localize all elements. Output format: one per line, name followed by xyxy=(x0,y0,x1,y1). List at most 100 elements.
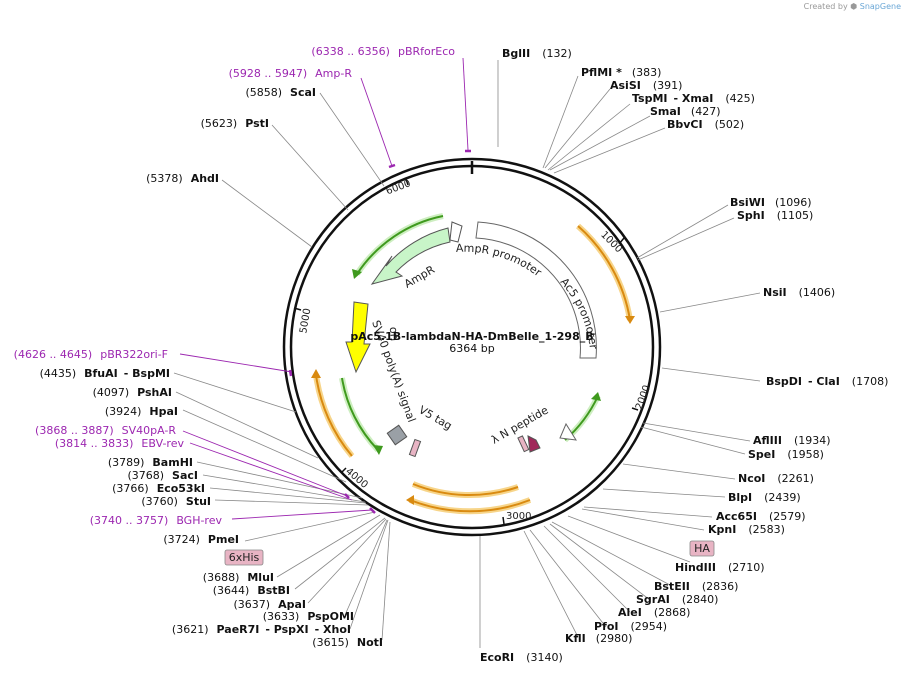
site-label-pmei: (3724)PmeI xyxy=(163,533,239,546)
v5-tag-shape xyxy=(408,438,422,458)
plasmid-name: pAc5.1B-lambdaN-HA-DmBelle_1-298_B xyxy=(350,330,593,343)
leader-bsiwi xyxy=(636,204,729,259)
site-label-pshai: (4097)PshAI xyxy=(93,386,172,399)
site-label-alei: AleI(2868) xyxy=(618,606,690,619)
orf-arc-3-core xyxy=(412,483,519,497)
site-label-bsiwi: BsiWI(1096) xyxy=(730,196,812,209)
ha-label: HA xyxy=(694,542,710,555)
ampr-cds-shape xyxy=(370,227,451,285)
leader-saci xyxy=(202,474,366,503)
sv40-polya-signal-shape xyxy=(386,424,408,446)
site-label-saci: (3768)SacI xyxy=(127,469,198,482)
site-label-bamhi: (3789)BamHI xyxy=(108,456,193,469)
site-label-sphi: SphI(1105) xyxy=(737,209,813,222)
site-label-paer7i: (3621)PaeR7I- PspXI- XhoI xyxy=(172,623,351,636)
primer-label-ampr: (5928 .. 5947)Amp-R xyxy=(229,67,353,80)
tick-2000 xyxy=(631,407,639,411)
leader-afliii xyxy=(642,422,751,442)
leader-lines xyxy=(173,60,761,648)
primer-label-pbrforeco: (6338 .. 6356)pBRforEco xyxy=(311,45,455,58)
site-label-kpni: KpnI(2583) xyxy=(708,523,785,536)
site-label-asisi: AsiSI(391) xyxy=(610,79,682,92)
site-label-pspomi: (3633)PspOMI xyxy=(263,610,354,623)
leader-kfli xyxy=(523,530,579,638)
leader-sphi xyxy=(637,217,735,261)
tick-1000 xyxy=(618,237,625,245)
orf-arc-5-core xyxy=(341,377,379,451)
primer-mark-pbr322ori xyxy=(288,369,293,377)
site-label-hpai: (3924)HpaI xyxy=(105,405,178,418)
orf-arc-6-core xyxy=(315,374,353,457)
lambda-n-peptide-shape xyxy=(527,435,541,453)
site-label-stui: (3760)StuI xyxy=(141,495,211,508)
tick-label-3000: 3000 xyxy=(506,511,531,522)
feature-label-ori: ori xyxy=(387,326,401,341)
tick-3000 xyxy=(502,516,505,525)
leader-psti xyxy=(271,124,349,211)
ampr-promoter-shape xyxy=(475,221,597,359)
6xhis-label-box xyxy=(224,549,264,566)
primer-leader-pbr322ori xyxy=(179,353,293,373)
leader-stui xyxy=(214,499,369,506)
6xhis-label: 6xHis xyxy=(229,551,260,564)
site-label-bfuai: (4435)BfuAI- BspMI xyxy=(40,367,170,380)
site-label-bstbi: (3644)BstBI xyxy=(213,584,290,597)
leader-mlui xyxy=(276,514,381,578)
primer-labels: (6338 .. 6356)pBRforEco (5928 .. 5947)Am… xyxy=(14,45,456,527)
leader-pflmi xyxy=(542,75,579,169)
leader-tspmi xyxy=(547,103,631,171)
primer-mark-ampr xyxy=(388,163,396,169)
site-label-apai: (3637)ApaI xyxy=(234,598,306,611)
leader-apai xyxy=(307,518,387,604)
plasmid-center-label: pAc5.1B-lambdaN-HA-DmBelle_1-298_B 6364 … xyxy=(350,330,593,355)
lambda-n-peptide-tag-shape xyxy=(517,435,530,453)
site-label-ahdi: (5378)AhdI xyxy=(146,172,219,185)
plasmid-length: 6364 bp xyxy=(449,342,494,355)
site-label-acc65i: Acc65I(2579) xyxy=(716,510,806,523)
site-label-hindiii: HindIII(2710) xyxy=(675,561,765,574)
leader-bspdi xyxy=(661,367,761,382)
backbone xyxy=(282,157,662,537)
site-label-scai: (5858)ScaI xyxy=(245,86,316,99)
leader-bsteii xyxy=(551,521,671,586)
site-label-mlui: (3688)MluI xyxy=(203,571,274,584)
leader-alei xyxy=(543,525,631,613)
site-label-pflmi: PflMI *(383) xyxy=(581,66,661,79)
credit-prefix: Created by xyxy=(803,2,848,11)
backbone-outer-ring xyxy=(282,157,662,537)
site-label-ecori: EcoRI(3140) xyxy=(480,651,563,664)
site-label-bbvci: BbvCI(502) xyxy=(667,118,744,131)
leader-spei xyxy=(640,426,746,455)
primer-label-ebvrev: (3814 .. 3833)EBV-rev xyxy=(55,437,185,450)
ampr-promoter-arrow xyxy=(559,422,577,441)
site-label-psti: (5623)PstI xyxy=(201,117,269,130)
leader-ahdi xyxy=(221,179,313,248)
boxed-feature-labels: HA 6xHis xyxy=(224,540,715,566)
primer-markers xyxy=(179,57,471,520)
snapgene-logo-icon: ⬢ xyxy=(850,2,858,11)
leader-bfuai xyxy=(173,372,297,413)
leader-pfoi xyxy=(529,529,607,628)
site-label-bglii: BglII(132) xyxy=(502,47,572,60)
orf-arc-7-arrowhead xyxy=(352,269,362,279)
leader-noti xyxy=(381,521,391,641)
orf-arc-1-arrowhead xyxy=(625,316,635,324)
tick-6000 xyxy=(405,178,409,186)
leader-pmei xyxy=(244,511,376,542)
site-label-bsteii: BstEII(2836) xyxy=(654,580,738,593)
site-label-bspdi: BspDI- ClaI(1708) xyxy=(766,375,888,388)
leader-scai xyxy=(319,92,385,187)
site-label-blpi: BlpI(2439) xyxy=(728,491,801,504)
site-label-ncoi: NcoI(2261) xyxy=(738,472,814,485)
ori-shape xyxy=(345,301,371,374)
orf-arc-5 xyxy=(339,377,381,453)
primer-leader-bghrev xyxy=(231,509,373,520)
tick-5000 xyxy=(293,307,302,311)
site-label-sgrai: SgrAI(2840) xyxy=(636,593,718,606)
leader-bamhi xyxy=(196,461,363,499)
orf-arc-7-core xyxy=(356,215,444,275)
leader-sgrai xyxy=(549,523,651,601)
site-label-spei: SpeI(1958) xyxy=(748,448,824,461)
tick-label-5000: 5000 xyxy=(298,307,313,334)
